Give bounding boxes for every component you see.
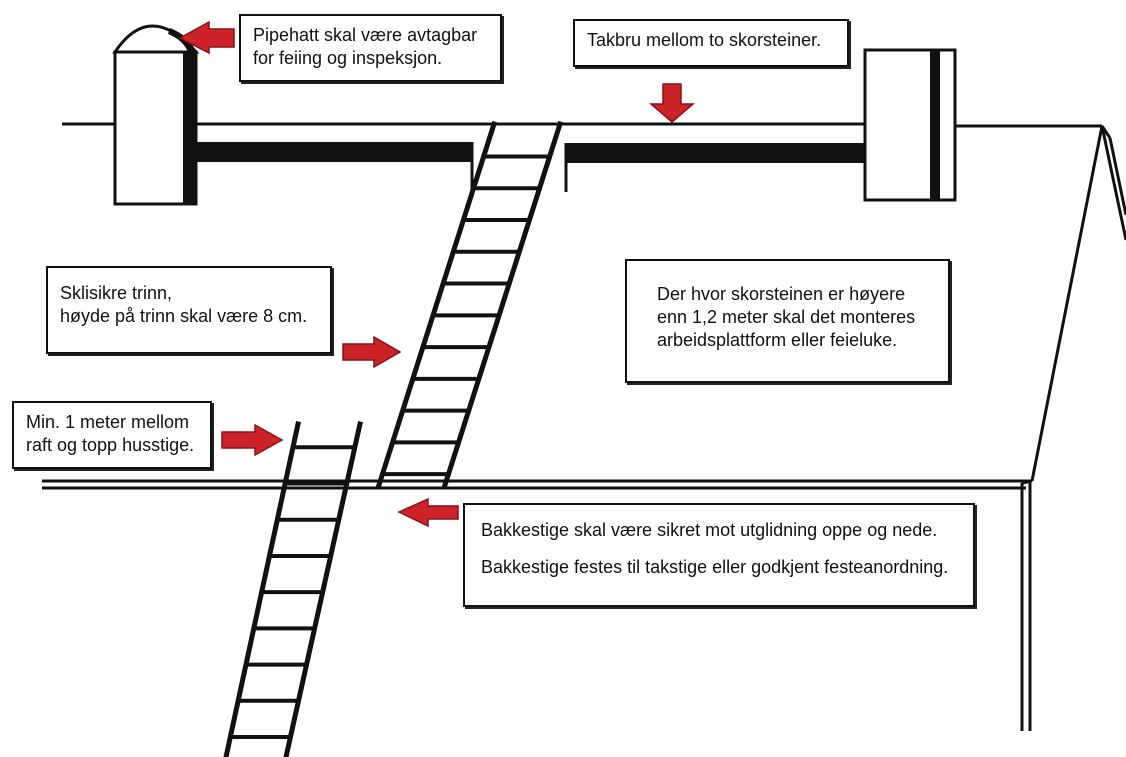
callout-pipehatt-line-2: for feiing og inspeksjon. [253, 48, 443, 68]
arrow-trinn [342, 335, 402, 369]
callout-raft-line-1: Min. 1 meter mellom [26, 412, 190, 432]
arrows [178, 20, 696, 528]
arrow-pipehatt [178, 20, 235, 55]
roof-bridge [192, 142, 864, 200]
callout-bakkestige-line-1: Bakkestige skal være sikret mot utglidni… [481, 520, 938, 540]
callout-bakkestige: Bakkestige skal være sikret mot utglidni… [463, 503, 975, 607]
callout-plattform: Der hvor skorsteinen er høyere enn 1,2 m… [625, 259, 950, 383]
roof-ladder-rail [441, 120, 564, 489]
callout-bakkestige-line-2: Bakkestige festes til takstige eller god… [481, 557, 949, 577]
roof-ladder [375, 120, 564, 489]
roof-outline [62, 122, 1126, 731]
callout-pipehatt-line-1: Pipehatt skal være avtagbar [253, 25, 478, 45]
callout-trinn-line-2: høyde på trinn skal være 8 cm. [60, 306, 308, 326]
arrow-bakkestige [397, 497, 459, 528]
callout-trinn-line-1: Sklisikre trinn, [60, 283, 173, 303]
arrow-takbru [648, 83, 696, 123]
callout-raft: Min. 1 meter mellom raft og topp husstig… [12, 401, 212, 469]
callout-plattform-line-1: Der hvor skorsteinen er høyere [657, 284, 906, 304]
callout-trinn: Sklisikre trinn, høyde på trinn skal vær… [46, 266, 332, 354]
ground-ladder [223, 421, 363, 757]
callout-plattform-line-3: arbeidsplattform eller feieluke. [657, 330, 898, 350]
callout-plattform-line-2: enn 1,2 meter skal det monteres [657, 307, 916, 327]
eave-line [42, 479, 1032, 490]
roof-ladder-rail [375, 120, 498, 489]
callout-raft-line-2: raft og topp husstige. [26, 435, 195, 455]
callout-takbru: Takbru mellom to skorsteiner. [573, 19, 849, 67]
chimney-left [112, 24, 200, 206]
chimney-right [863, 48, 957, 202]
callout-pipehatt: Pipehatt skal være avtagbar for feiing o… [239, 14, 502, 82]
arrow-raft [221, 423, 284, 457]
callout-takbru-line-1: Takbru mellom to skorsteiner. [587, 30, 822, 50]
